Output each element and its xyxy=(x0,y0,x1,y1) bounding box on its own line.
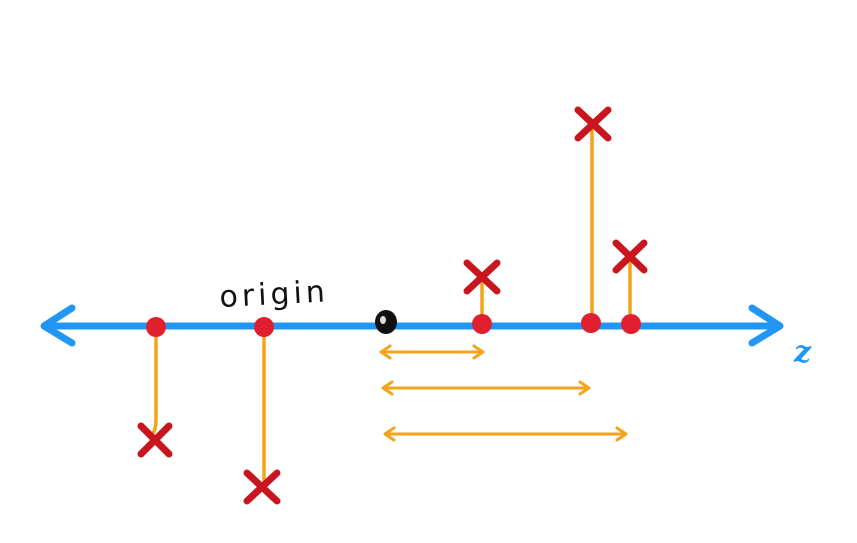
axis-points xyxy=(146,313,641,337)
origin-marker xyxy=(375,310,397,334)
distance-arrow-p4 xyxy=(381,380,591,396)
point-p1 xyxy=(146,317,166,337)
z-axis-left-arrowhead xyxy=(40,304,76,347)
stem-p1 xyxy=(150,326,158,437)
distance-arrow-p3 xyxy=(379,344,485,360)
cross-p5-icon xyxy=(612,239,648,274)
cross-p2-icon xyxy=(243,469,281,505)
cross-p4-icon xyxy=(574,106,612,142)
origin-annotation: origin xyxy=(219,274,330,315)
distance-arrow-p5 xyxy=(383,426,628,442)
point-p4 xyxy=(581,313,601,333)
cross-p3-icon xyxy=(463,259,501,295)
cross-p1-icon xyxy=(137,422,173,458)
z-axis-right-arrowhead xyxy=(748,304,784,347)
z-axis-label: z xyxy=(793,335,812,370)
z-axis xyxy=(40,304,784,347)
point-p3 xyxy=(472,314,492,334)
point-p5 xyxy=(621,314,641,334)
distance-arrows xyxy=(379,344,628,442)
point-p2 xyxy=(254,317,274,337)
crosses xyxy=(137,106,648,505)
